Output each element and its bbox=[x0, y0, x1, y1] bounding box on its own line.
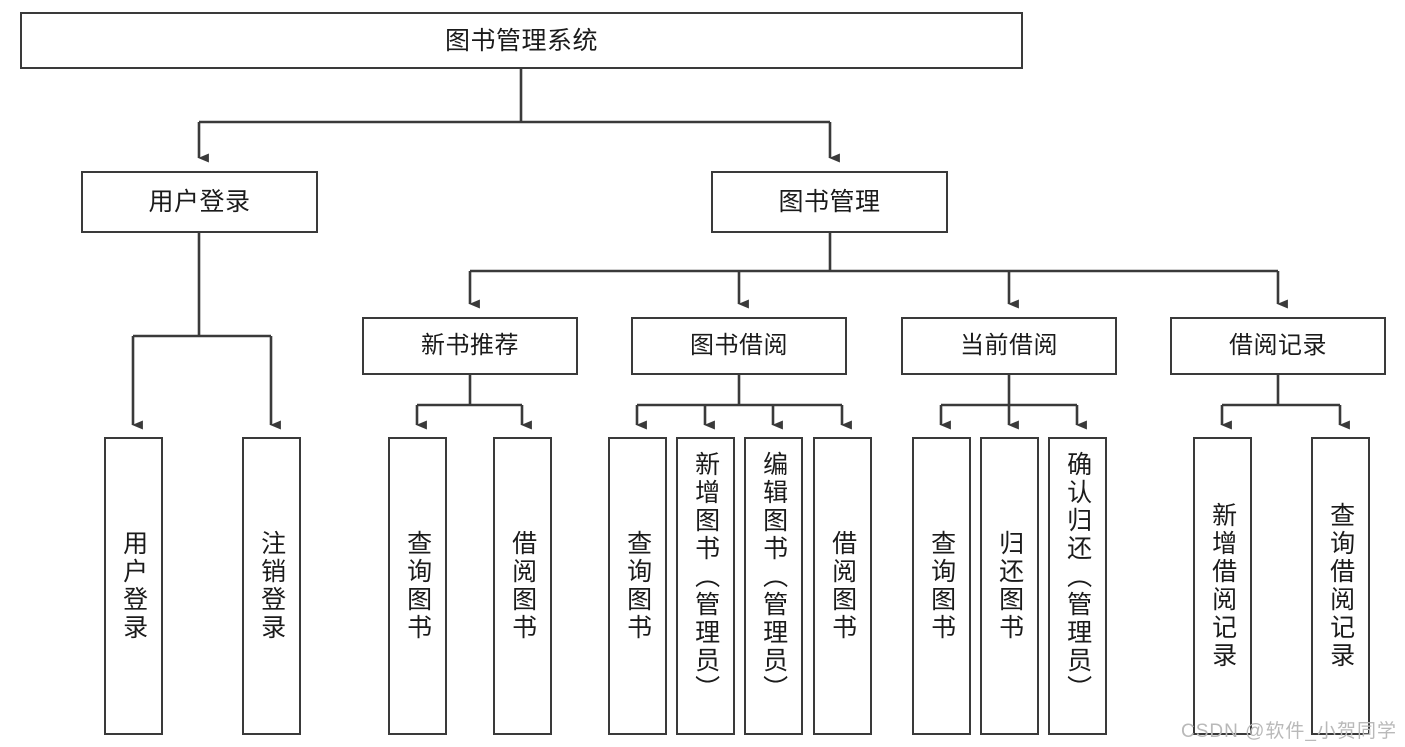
leaf-user-login[interactable]: 用户登录 bbox=[104, 437, 163, 735]
node-user-login-label: 用户登录 bbox=[148, 188, 251, 216]
leaf-query-book-3-label: 查询图书 bbox=[927, 530, 956, 642]
leaf-add-record-label: 新增借阅记录 bbox=[1208, 502, 1237, 670]
leaf-confirm-return-label: 确认归还（管理员） bbox=[1063, 451, 1092, 703]
leaf-return-book-label: 归还图书 bbox=[995, 530, 1024, 642]
node-user-login[interactable]: 用户登录 bbox=[81, 171, 318, 233]
leaf-borrow-book-2-label: 借阅图书 bbox=[828, 530, 857, 642]
node-book-manage-label: 图书管理 bbox=[778, 188, 881, 216]
node-root-label: 图书管理系统 bbox=[444, 26, 598, 55]
leaf-edit-book[interactable]: 编辑图书（管理员） bbox=[744, 437, 803, 735]
node-book-borrow[interactable]: 图书借阅 bbox=[631, 317, 847, 375]
leaf-user-login-label: 用户登录 bbox=[119, 530, 148, 642]
node-new-book-recommend-label: 新书推荐 bbox=[421, 331, 519, 359]
leaf-logout-label: 注销登录 bbox=[257, 530, 286, 642]
node-book-manage[interactable]: 图书管理 bbox=[711, 171, 948, 233]
leaf-edit-book-label: 编辑图书（管理员） bbox=[759, 451, 788, 703]
node-current-borrow-label: 当前借阅 bbox=[960, 331, 1058, 359]
node-current-borrow[interactable]: 当前借阅 bbox=[901, 317, 1117, 375]
leaf-return-book[interactable]: 归还图书 bbox=[980, 437, 1039, 735]
leaf-query-record-label: 查询借阅记录 bbox=[1326, 502, 1355, 670]
leaf-query-book-2-label: 查询图书 bbox=[623, 530, 652, 642]
leaf-borrow-book-2[interactable]: 借阅图书 bbox=[813, 437, 872, 735]
leaf-query-book-1[interactable]: 查询图书 bbox=[388, 437, 447, 735]
leaf-query-book-2[interactable]: 查询图书 bbox=[608, 437, 667, 735]
leaf-query-book-3[interactable]: 查询图书 bbox=[912, 437, 971, 735]
leaf-query-record[interactable]: 查询借阅记录 bbox=[1311, 437, 1370, 735]
node-new-book-recommend[interactable]: 新书推荐 bbox=[362, 317, 578, 375]
leaf-borrow-book-1-label: 借阅图书 bbox=[508, 530, 537, 642]
node-root[interactable]: 图书管理系统 bbox=[20, 12, 1023, 69]
node-borrow-record-label: 借阅记录 bbox=[1229, 331, 1327, 359]
leaf-add-book-label: 新增图书（管理员） bbox=[691, 451, 720, 703]
leaf-query-book-1-label: 查询图书 bbox=[403, 530, 432, 642]
leaf-borrow-book-1[interactable]: 借阅图书 bbox=[493, 437, 552, 735]
csdn-watermark: CSDN @软件_小贺同学 bbox=[1181, 721, 1397, 742]
leaf-add-book[interactable]: 新增图书（管理员） bbox=[676, 437, 735, 735]
leaf-confirm-return[interactable]: 确认归还（管理员） bbox=[1048, 437, 1107, 735]
node-book-borrow-label: 图书借阅 bbox=[690, 331, 788, 359]
leaf-add-record[interactable]: 新增借阅记录 bbox=[1193, 437, 1252, 735]
leaf-logout[interactable]: 注销登录 bbox=[242, 437, 301, 735]
node-borrow-record[interactable]: 借阅记录 bbox=[1170, 317, 1386, 375]
